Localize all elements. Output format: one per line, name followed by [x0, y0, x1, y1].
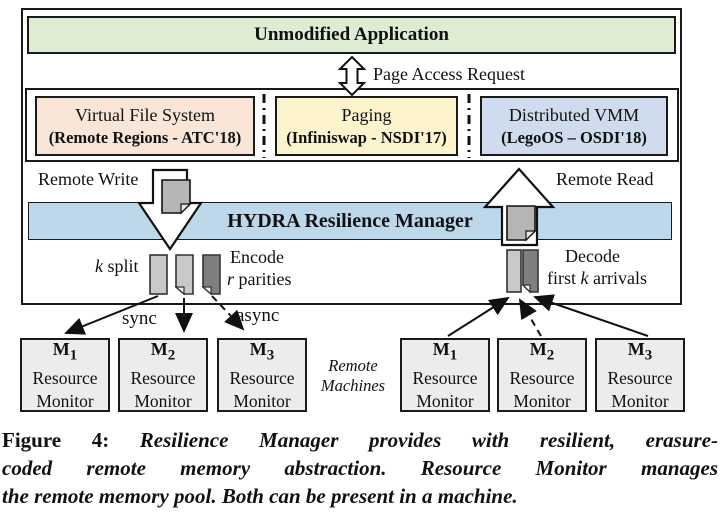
figure-caption: Figure 4: Resilience Manager provides wi…	[2, 426, 718, 510]
split-chunk-icon	[506, 249, 522, 293]
page-access-request-label: Page Access Request	[373, 64, 525, 84]
page-fold-icon	[525, 230, 537, 242]
remote-machines-label: Remote Machines	[320, 356, 386, 395]
sync-arrow-icon	[64, 295, 159, 335]
sync-label: sync	[122, 308, 157, 329]
module-name: Paging	[341, 104, 392, 125]
machine-role-line2: Monitor	[611, 391, 669, 412]
caption-line: Figure 4: Resilience Manager provides wi…	[2, 428, 719, 452]
machine-box-right-m2: M2 Resource Monitor	[497, 338, 587, 412]
machine-role-line2: Monitor	[513, 391, 571, 412]
page-fold-icon	[174, 286, 185, 296]
machine-role-line1: Resource	[130, 368, 196, 389]
caption-line: the remote memory pool. Both can be pres…	[2, 484, 518, 508]
module-impl: (LegoOS – OSDI'18)	[501, 128, 647, 148]
machine-role-line1: Resource	[509, 368, 575, 389]
machine-box-right-m1: M1 Resource Monitor	[400, 338, 490, 412]
machine-id: M3	[627, 338, 653, 364]
machine-role-line1: Resource	[607, 368, 673, 389]
module-impl: (Remote Regions - ATC'18)	[48, 128, 242, 148]
split-chunk-icon	[175, 254, 194, 295]
manager-label: HYDRA Resilience Manager	[227, 209, 473, 232]
machine-id: M1	[52, 338, 78, 364]
page-fold-icon	[180, 203, 192, 215]
remote-read-label: Remote Read	[556, 169, 654, 189]
async-arrow-icon	[211, 295, 245, 331]
parity-chunk-icon	[202, 254, 221, 295]
caption-prefix: Figure 4:	[2, 428, 110, 452]
caption-line: coded remote memory abstraction. Resourc…	[2, 456, 718, 480]
module-distributed-vmm: Distributed VMM (LegoOS – OSDI'18)	[480, 96, 668, 156]
machine-box-left-m1: M1 Resource Monitor	[20, 338, 110, 412]
page-fold-icon	[201, 286, 212, 296]
machine-id: M3	[249, 338, 275, 364]
arrival-arrow-icon	[518, 298, 542, 337]
module-name: Virtual File System	[75, 104, 215, 125]
machine-id: M2	[150, 338, 176, 364]
remote-write-label: Remote Write	[38, 169, 139, 189]
machine-box-right-m3: M3 Resource Monitor	[595, 338, 685, 412]
r-parities-label: r parities	[227, 269, 292, 289]
arrival-arrow-icon	[447, 296, 510, 337]
unmodified-application-label: Unmodified Application	[254, 24, 449, 45]
machine-box-left-m3: M3 Resource Monitor	[217, 338, 307, 412]
machine-role-line2: Monitor	[416, 391, 474, 412]
hydra-resilience-manager-bar: HYDRA Resilience Manager	[28, 202, 672, 240]
machine-role-line2: Monitor	[36, 391, 94, 412]
first-k-arrivals-label: first k arrivals	[547, 268, 647, 288]
arrival-arrow-icon	[533, 294, 649, 337]
module-virtual-file-system: Virtual File System (Remote Regions - AT…	[35, 96, 255, 156]
parity-chunk-icon	[522, 249, 539, 293]
unmodified-application-box: Unmodified Application	[27, 16, 676, 54]
split-chunk-icon	[149, 254, 168, 295]
async-label: async	[236, 305, 280, 326]
machine-role-line2: Monitor	[233, 391, 291, 412]
page-fold-icon	[521, 284, 531, 294]
module-impl: (Infiniswap - NSDI'17)	[286, 128, 447, 148]
machine-role-line2: Monitor	[134, 391, 192, 412]
decode-label: Decode	[565, 246, 620, 266]
module-name: Distributed VMM	[508, 104, 640, 125]
machine-box-left-m2: M2 Resource Monitor	[118, 338, 208, 412]
machine-id: M2	[529, 338, 555, 364]
module-paging: Paging (Infiniswap - NSDI'17)	[275, 96, 458, 156]
page-access-doublearrow-icon	[337, 55, 367, 97]
machine-role-line1: Resource	[229, 368, 295, 389]
encode-label: Encode	[230, 247, 284, 267]
machine-role-line1: Resource	[32, 368, 98, 389]
machine-role-line1: Resource	[412, 368, 478, 389]
machine-id: M1	[432, 338, 458, 364]
k-split-label: k split	[95, 256, 139, 276]
